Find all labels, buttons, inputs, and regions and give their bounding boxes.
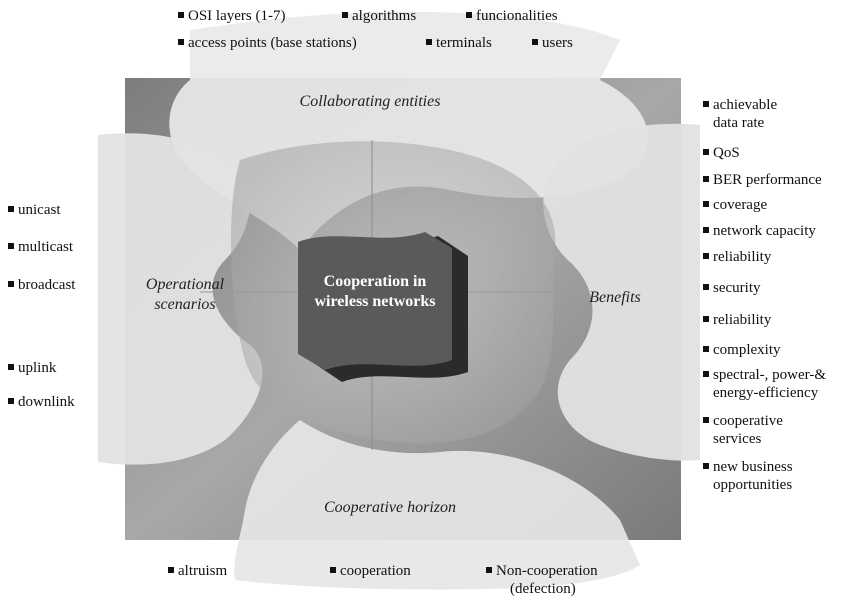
- right-item-label: reliability: [713, 249, 772, 265]
- right-item: security: [703, 279, 760, 297]
- right-item: cooperative services: [703, 412, 783, 448]
- left-item-label: uplink: [18, 360, 57, 376]
- top-item: funcionalities: [466, 7, 558, 25]
- bullet-square: [330, 567, 336, 573]
- right-item-label: security: [713, 280, 761, 296]
- section-top-label: Collaborating entities: [299, 93, 441, 110]
- right-item: QoS: [703, 144, 740, 162]
- bullet-square: [8, 206, 14, 212]
- right-item-label: BER performance: [713, 172, 822, 188]
- right-item: achievable data rate: [703, 96, 777, 132]
- right-item-label-cont: data rate: [713, 115, 765, 131]
- bullet-square: [8, 398, 14, 404]
- top-item: terminals: [426, 34, 492, 52]
- bullet-square: [703, 316, 709, 322]
- top-item-label: users: [542, 35, 573, 51]
- right-item-label: spectral-, power-&: [713, 367, 826, 383]
- right-item: complexity: [703, 341, 781, 359]
- center-box: [298, 232, 452, 370]
- top-item-label: terminals: [436, 35, 492, 51]
- right-item-label: complexity: [713, 342, 781, 358]
- bullet-square: [703, 463, 709, 469]
- top-item-label: OSI layers (1-7): [188, 8, 286, 24]
- right-item-label-cont: services: [713, 431, 762, 447]
- section-left-line1: Operational: [145, 276, 225, 293]
- bullet-square: [178, 12, 184, 18]
- top-item: users: [532, 34, 573, 52]
- right-lobe: [543, 123, 700, 461]
- right-item: reliability: [703, 248, 771, 266]
- right-item-label-cont: energy-efficiency: [713, 385, 819, 401]
- left-item-label: broadcast: [18, 277, 76, 293]
- left-item-label: multicast: [18, 239, 73, 255]
- bullet-square: [342, 12, 348, 18]
- right-item-label-cont: opportunities: [713, 477, 793, 493]
- left-item: broadcast: [8, 276, 75, 294]
- center-title-line1: Cooperation in: [323, 273, 427, 290]
- bullet-square: [703, 253, 709, 259]
- top-item-label: funcionalities: [476, 8, 558, 24]
- right-item: network capacity: [703, 222, 816, 240]
- bullet-square: [703, 284, 709, 290]
- top-item: algorithms: [342, 7, 416, 25]
- bullet-square: [8, 243, 14, 249]
- section-left-line2: scenarios: [154, 296, 216, 313]
- bullet-square: [703, 417, 709, 423]
- left-lobe: [98, 133, 263, 465]
- right-item-label: reliability: [713, 312, 772, 328]
- right-item-label: achievable: [713, 97, 778, 113]
- bottom-item-label: cooperation: [340, 563, 411, 579]
- left-item: unicast: [8, 201, 61, 219]
- left-item: uplink: [8, 359, 56, 377]
- left-item: multicast: [8, 238, 73, 256]
- left-item-label: downlink: [18, 394, 75, 410]
- bottom-item: cooperation: [330, 562, 411, 580]
- bottom-item-label: Non-cooperation: [496, 563, 598, 579]
- top-item: access points (base stations): [178, 34, 357, 52]
- bullet-square: [466, 12, 472, 18]
- bullet-square: [8, 281, 14, 287]
- bottom-item-label: altruism: [178, 563, 228, 579]
- bullet-square: [703, 201, 709, 207]
- section-bottom-label: Cooperative horizon: [324, 499, 456, 516]
- bullet-square: [703, 149, 709, 155]
- right-item: spectral-, power-& energy-efficiency: [703, 366, 826, 402]
- bullet-square: [703, 371, 709, 377]
- bullet-square: [703, 346, 709, 352]
- right-item-label: new business: [713, 459, 793, 475]
- bottom-item-label-cont: (defection): [510, 581, 576, 597]
- left-item-label: unicast: [18, 202, 61, 218]
- bullet-square: [178, 39, 184, 45]
- right-item: new business opportunities: [703, 458, 793, 494]
- bottom-lobe: [234, 420, 641, 590]
- right-item: coverage: [703, 196, 767, 214]
- left-item: downlink: [8, 393, 75, 411]
- top-item-label: access points (base stations): [188, 35, 357, 51]
- bullet-square: [703, 227, 709, 233]
- bullet-square: [703, 101, 709, 107]
- right-item-label: cooperative: [713, 413, 783, 429]
- bottom-item: Non-cooperation (defection): [486, 562, 598, 598]
- center-title: Cooperation in wireless networks: [298, 272, 452, 312]
- right-item: reliability: [703, 311, 771, 329]
- section-right-label: Benefits: [589, 289, 641, 306]
- bullet-square: [8, 364, 14, 370]
- right-item-label: network capacity: [713, 223, 816, 239]
- right-item-label: coverage: [713, 197, 768, 213]
- top-item-label: algorithms: [352, 8, 417, 24]
- bullet-square: [168, 567, 174, 573]
- bullet-square: [532, 39, 538, 45]
- bullet-square: [426, 39, 432, 45]
- section-left-label: Operational scenarios: [120, 275, 250, 315]
- top-item: OSI layers (1-7): [178, 7, 285, 25]
- bullet-square: [486, 567, 492, 573]
- bottom-item: altruism: [168, 562, 227, 580]
- right-item: BER performance: [703, 171, 822, 189]
- center-title-line2: wireless networks: [314, 293, 436, 310]
- right-item-label: QoS: [713, 145, 740, 161]
- bullet-square: [703, 176, 709, 182]
